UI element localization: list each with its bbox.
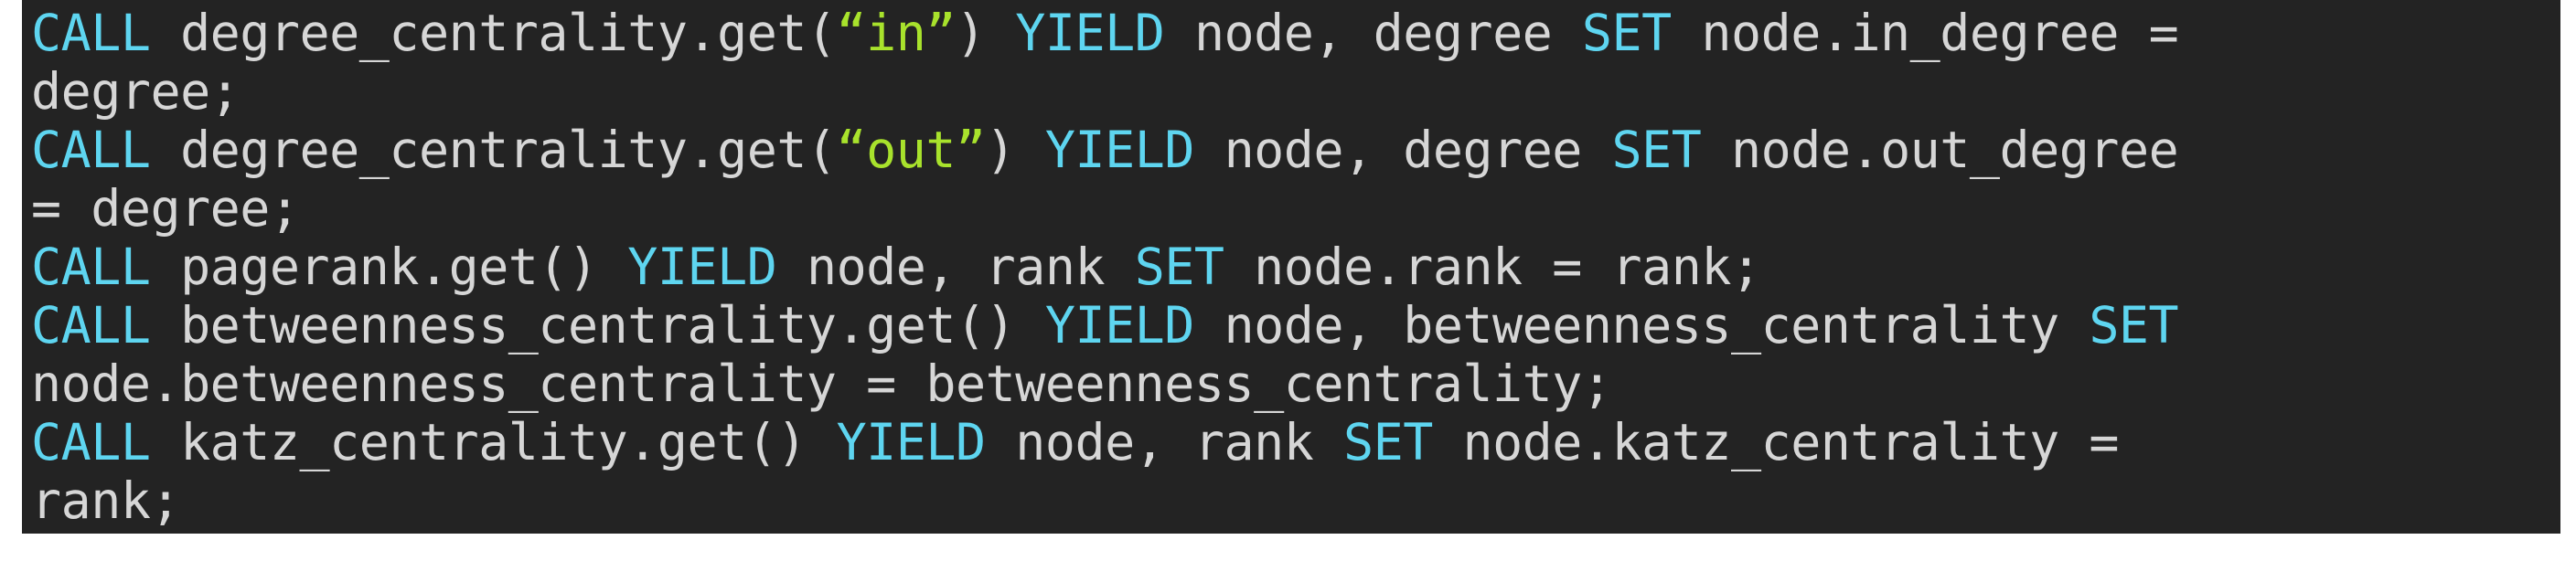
code-keyword: SET [1343,413,1433,471]
code-text: node, degree [1193,121,1612,179]
code-text: node, betweenness_centrality [1193,296,2090,355]
code-text: pagerank.get() [150,238,628,296]
code-string: “out” [836,121,987,179]
code-keyword: YIELD [1044,121,1195,179]
code-keyword: YIELD [1044,296,1195,355]
code-keyword: CALL [31,121,151,179]
code-keyword: CALL [31,413,151,471]
code-text: node, rank [776,238,1135,296]
code-text: node.katz_centrality = [1432,413,2119,471]
code-line: CALL degree_centrality.get(“in”) YIELD n… [22,4,2560,62]
code-line: degree; [22,62,2560,121]
code-text: degree; [31,62,240,121]
code-text: node.rank = rank; [1224,238,1761,296]
code-text: ) [985,121,1045,179]
code-text: ) [956,4,1016,62]
code-keyword: CALL [31,4,151,62]
code-text: rank; [31,471,181,530]
code-line: CALL pagerank.get() YIELD node, rank SET… [22,238,2560,296]
code-text: node.out_degree [1701,121,2179,179]
code-keyword: SET [2089,296,2179,355]
code-text: betweenness_centrality.get() [150,296,1045,355]
code-lines-container: CALL degree_centrality.get(“in”) YIELD n… [22,4,2560,530]
code-line: CALL betweenness_centrality.get() YIELD … [22,296,2560,355]
code-line: = degree; [22,179,2560,238]
code-text: degree_centrality.get( [150,121,837,179]
code-keyword: YIELD [1015,4,1165,62]
code-text: katz_centrality.get() [150,413,837,471]
code-text: degree_centrality.get( [150,4,837,62]
code-line: CALL katz_centrality.get() YIELD node, r… [22,413,2560,471]
code-string: “in” [836,4,957,62]
code-text: node.in_degree = [1671,4,2179,62]
code-keyword: SET [1134,238,1224,296]
code-keyword: CALL [31,296,151,355]
code-keyword: CALL [31,238,151,296]
code-text: = degree; [31,179,300,238]
code-block[interactable]: CALL degree_centrality.get(“in”) YIELD n… [22,0,2560,534]
code-keyword: YIELD [627,238,777,296]
code-text: node, rank [985,413,1343,471]
code-text: node, degree [1164,4,1582,62]
code-line: node.betweenness_centrality = betweennes… [22,355,2560,413]
code-keyword: YIELD [836,413,987,471]
code-line: rank; [22,471,2560,530]
code-keyword: SET [1581,4,1672,62]
code-text: node.betweenness_centrality = betweennes… [31,355,1612,413]
code-keyword: SET [1611,121,1702,179]
code-line: CALL degree_centrality.get(“out”) YIELD … [22,121,2560,179]
